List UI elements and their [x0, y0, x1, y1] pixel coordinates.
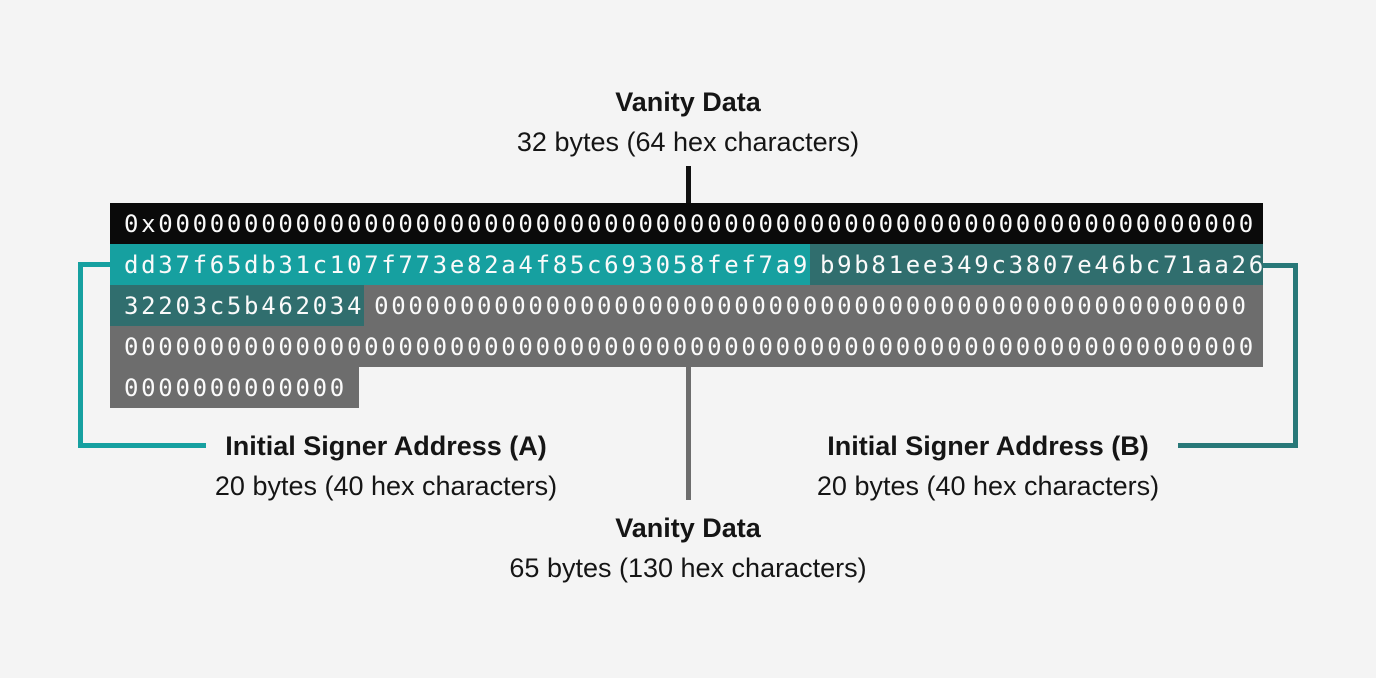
- bracket-b-bottom-arm: [1178, 443, 1298, 448]
- signer-b-segment-part2: 32203c5b462034: [110, 285, 365, 326]
- vanity-zeros-segment-3: 0000000000000: [110, 367, 359, 408]
- signer-b-label: Initial Signer Address (B) 20 bytes (40 …: [738, 426, 1238, 506]
- signer-b-segment-part1: b9b81ee349c3807e46bc71aa26: [809, 244, 1263, 285]
- vanity-data-top-label: Vanity Data 32 bytes (64 hex characters): [438, 82, 938, 162]
- vanity-data-bottom-subtitle: 65 bytes (130 hex characters): [509, 553, 867, 583]
- vanity-zeros-segment-2: 0000000000000000000000000000000000000000…: [110, 326, 1263, 367]
- hex-row-prefix: 0x00000000000000000000000000000000000000…: [110, 203, 1263, 244]
- signer-a-title: Initial Signer Address (A): [225, 431, 547, 461]
- vanity-data-bottom-label: Vanity Data 65 bytes (130 hex characters…: [438, 508, 938, 588]
- vanity-zeros-segment-1: 0000000000000000000000000000000000000000…: [364, 285, 1263, 326]
- connector-bottom-vertical-line: [686, 367, 691, 500]
- signer-a-subtitle: 20 bytes (40 hex characters): [214, 471, 558, 501]
- bracket-a-top-arm: [78, 262, 110, 267]
- hex-row-2: dd37f65db31c107f773e82a4f85c693058fef7a9…: [110, 244, 1263, 285]
- hex-bar: 0x00000000000000000000000000000000000000…: [110, 203, 1263, 408]
- connector-top-vertical-line: [686, 166, 691, 204]
- signer-b-title: Initial Signer Address (B): [827, 431, 1149, 461]
- prefix-zeros-segment: 0x00000000000000000000000000000000000000…: [110, 203, 1263, 244]
- vanity-data-bottom-title: Vanity Data: [615, 513, 761, 543]
- signer-a-label: Initial Signer Address (A) 20 bytes (40 …: [136, 426, 636, 506]
- bracket-a-bottom-arm: [78, 443, 206, 448]
- hex-row-3: 32203c5b462034 0000000000000000000000000…: [110, 285, 1263, 326]
- signer-b-subtitle: 20 bytes (40 hex characters): [816, 471, 1160, 501]
- bracket-b-top-arm: [1263, 263, 1298, 268]
- bracket-b-stem: [1293, 263, 1298, 448]
- signer-a-segment: dd37f65db31c107f773e82a4f85c693058fef7a9: [110, 244, 810, 285]
- hex-row-5: 0000000000000: [110, 367, 359, 408]
- hex-row-4: 0000000000000000000000000000000000000000…: [110, 326, 1263, 367]
- vanity-data-top-title: Vanity Data: [615, 87, 761, 117]
- vanity-data-top-subtitle: 32 bytes (64 hex characters): [516, 127, 860, 157]
- bracket-a-stem: [78, 262, 83, 448]
